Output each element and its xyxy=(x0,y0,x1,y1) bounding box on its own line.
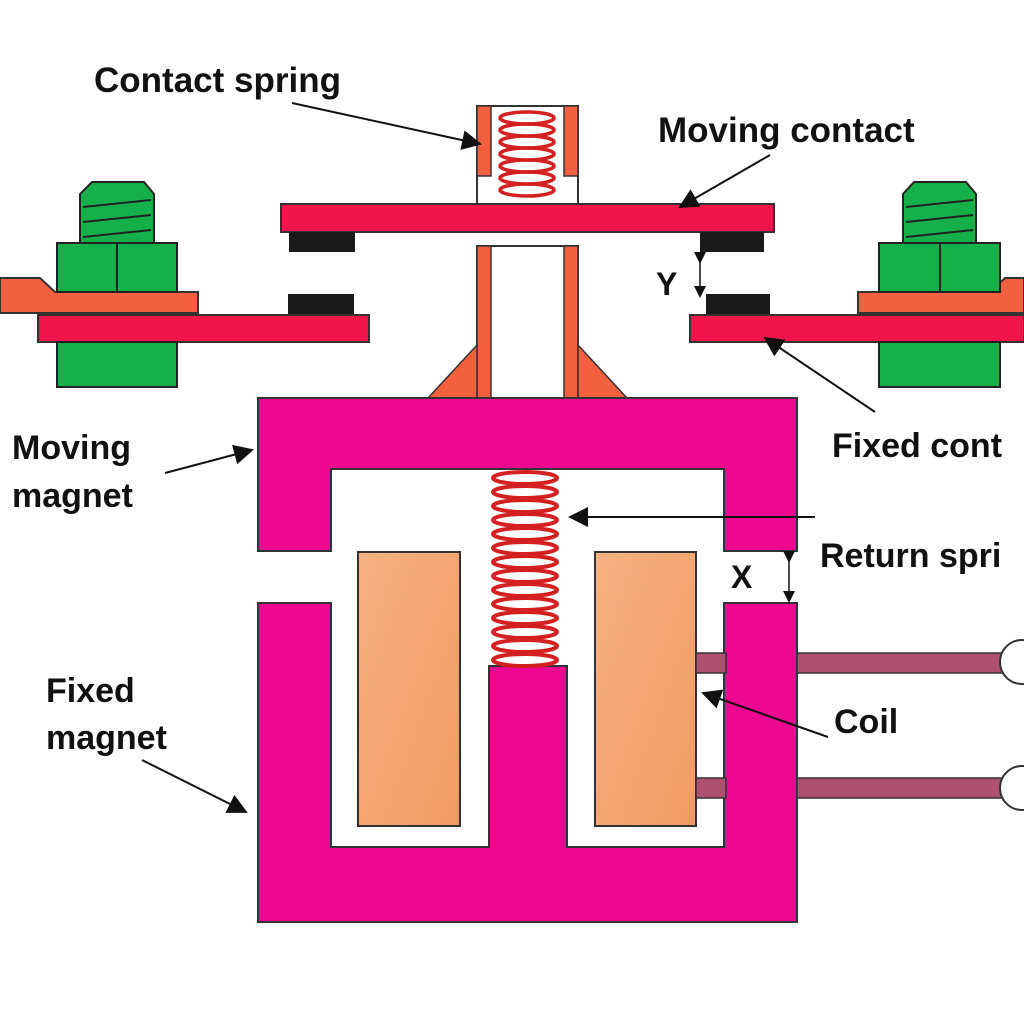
arrow-moving-contact xyxy=(678,154,771,209)
right-nut-lower xyxy=(878,341,1001,388)
label-coil: Coil xyxy=(834,703,899,741)
left-nut-lower xyxy=(56,341,178,388)
label-gap-y: Y xyxy=(656,266,678,302)
leader-arrows xyxy=(141,102,876,813)
label-fixed-magnet-line2: magnet xyxy=(46,719,167,757)
right-fixed-contact-bar xyxy=(689,314,1024,343)
left-terminal-assembly xyxy=(0,181,370,388)
coil-terminal-top xyxy=(999,639,1024,685)
label-fixed-magnet-line1: Fixed xyxy=(46,672,135,710)
fixed-magnet xyxy=(257,602,798,923)
left-lower-contact-pad xyxy=(288,294,354,314)
moving-contact-bar xyxy=(280,203,775,233)
left-upper-contact-pad xyxy=(289,232,355,252)
label-moving-contact: Moving contact xyxy=(658,111,915,150)
right-lower-contact-pad xyxy=(706,294,770,314)
gap-indicators xyxy=(694,252,795,603)
left-terminal-lug xyxy=(0,277,199,314)
left-coil xyxy=(357,551,461,827)
contact-spring-assembly xyxy=(476,105,579,205)
right-terminal-lug xyxy=(857,277,1024,314)
push-rod xyxy=(426,245,629,399)
label-gap-x: X xyxy=(731,559,753,595)
coil-leads xyxy=(695,639,1024,811)
arrow-contact-spring xyxy=(291,102,482,150)
arrow-coil xyxy=(701,689,829,738)
right-bolt xyxy=(902,181,977,244)
return-spring xyxy=(491,470,559,668)
label-moving-magnet-line1: Moving xyxy=(12,429,131,467)
left-fixed-contact-bar xyxy=(37,314,370,343)
left-bolt xyxy=(79,181,155,244)
arrow-fixed-magnet xyxy=(141,759,248,813)
label-contact-spring: Contact spring xyxy=(94,61,341,100)
coil-terminal-bottom xyxy=(999,765,1024,811)
arrow-moving-magnet xyxy=(164,444,254,474)
label-moving-magnet-line2: magnet xyxy=(12,477,133,515)
right-coil xyxy=(594,551,697,827)
right-upper-contact-pad xyxy=(700,232,764,252)
right-terminal-assembly xyxy=(689,181,1024,388)
label-return-spring: Return spri xyxy=(820,537,1002,575)
arrow-fixed-contact xyxy=(763,336,876,413)
moving-contact-assembly xyxy=(280,203,775,252)
moving-magnet xyxy=(257,397,798,552)
label-fixed-contact: Fixed cont xyxy=(832,427,1003,465)
contact-spring xyxy=(498,110,556,198)
